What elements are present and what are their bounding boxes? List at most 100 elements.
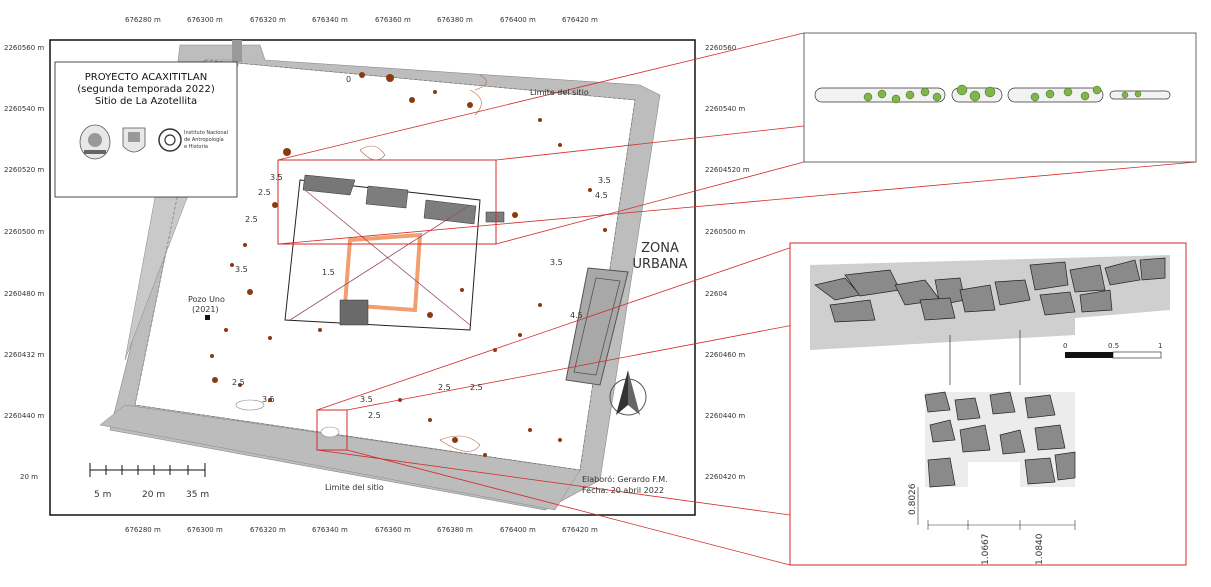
coord-top: 676400 m <box>500 16 536 24</box>
contour-label: 2.5 <box>368 411 381 420</box>
title-line-2: (segunda temporada 2022) <box>77 84 215 95</box>
coord-top: 676300 m <box>187 16 223 24</box>
scale-bar <box>89 463 206 477</box>
north-arrow-icon <box>609 370 647 416</box>
coord-top: 676280 m <box>125 16 161 24</box>
highlight-box-bottom <box>316 409 348 451</box>
contour-label: 1.5 <box>322 268 335 277</box>
contour-label: 3.5 <box>360 395 373 404</box>
diagonal-2 <box>289 204 471 321</box>
detail-scale-1: 1 <box>1158 342 1162 350</box>
contour-label: 3.5 <box>270 173 283 182</box>
dim-height: 0.8026 <box>908 483 918 515</box>
coord-right: 2260500 m <box>705 228 745 236</box>
coord-right: 2260540 m <box>705 105 745 113</box>
dimension-lines <box>917 487 1076 530</box>
coord-right: 2260420 m <box>705 473 745 481</box>
contour-lines <box>359 74 487 452</box>
archaeological-features <box>210 72 607 457</box>
excavation-outline <box>284 179 481 331</box>
feature-oval-1 <box>235 399 265 411</box>
zona-label: ZONA <box>641 241 679 256</box>
contour-label: 4.5 <box>595 191 608 200</box>
coord-bottom: 676420 m <box>562 526 598 534</box>
pozo-label-1: Pozo Uno <box>188 295 225 304</box>
excavation-roof <box>302 174 356 196</box>
coord-left: 2260520 m <box>4 166 44 174</box>
dim-width-2: 1.0840 <box>1035 533 1045 565</box>
contour-label: 3.5 <box>598 176 611 185</box>
contour-label: 2.5 <box>232 378 245 387</box>
pozo-marker <box>205 315 210 320</box>
scale-label-35m: 35 m <box>186 490 209 500</box>
coord-ticks-right: 2260560 2260540 m 22604520 m 2260500 m 2… <box>705 44 750 481</box>
coord-left: 2260540 m <box>4 105 44 113</box>
vegetation-dots <box>863 84 1142 104</box>
feature-oval-2 <box>320 426 340 438</box>
state-shield-logo <box>122 127 146 153</box>
stairs <box>339 299 369 326</box>
credits-author: Elaboró: Gerardo F.M. <box>582 474 668 484</box>
contour-label: 2.5 <box>470 383 483 392</box>
contour-label: 3.5 <box>262 395 275 404</box>
coord-right: 22604 <box>705 290 728 298</box>
coord-top: 676340 m <box>312 16 348 24</box>
coord-bottom: 676380 m <box>437 526 473 534</box>
coord-ticks-top: 676280 m 676300 m 676320 m 676340 m 6763… <box>125 16 598 24</box>
detail-scale-bar <box>1065 351 1162 359</box>
contour-label: 4.5 <box>570 311 583 320</box>
pozo-label-2: (2021) <box>192 305 219 314</box>
contour-label: 2.5 <box>438 383 451 392</box>
contour-label: 3.5 <box>550 258 563 267</box>
coord-left: 2260432 m <box>4 351 44 359</box>
inah-logo <box>158 128 182 152</box>
detail-scale-05: 0.5 <box>1108 342 1119 350</box>
urban-zone-block <box>565 267 629 386</box>
contour-label: 3.5 <box>235 265 248 274</box>
site-limit-line <box>134 59 636 471</box>
coord-bottom: 676360 m <box>375 526 411 534</box>
coord-right: 2260560 <box>705 44 736 52</box>
stone-plan <box>924 391 1076 488</box>
coord-left: 2260500 m <box>4 228 44 236</box>
inah-text-1: Instituto Nacional <box>184 130 228 136</box>
coord-bottom: 676280 m <box>125 526 161 534</box>
credits-date: Fecha: 20 abril 2022 <box>582 486 664 495</box>
coord-bottom: 676400 m <box>500 526 536 534</box>
inah-text-2: de Antropología <box>184 136 224 143</box>
coord-bottom: 676320 m <box>250 526 286 534</box>
coord-top: 676360 m <box>375 16 411 24</box>
scale-label-20m: 20 m <box>142 490 165 500</box>
coord-right: 22604520 m <box>705 166 750 174</box>
contour-label: 0 <box>346 75 351 84</box>
wall-block-3 <box>485 211 505 223</box>
leader-lines <box>277 32 1197 566</box>
urban-zone-inner <box>573 277 621 376</box>
coord-left: 20 m <box>20 473 38 481</box>
inah-text-3: e Historia <box>184 144 208 150</box>
coord-ticks-left: 2260560 m 2260540 m 2260520 m 2260500 m … <box>4 44 44 481</box>
university-logo <box>79 124 111 160</box>
contour-label: 2.5 <box>258 188 271 197</box>
coord-ticks-bottom: 676280 m 676300 m 676320 m 676340 m 6763… <box>125 526 598 534</box>
contour-label: 2.5 <box>245 215 258 224</box>
dim-width-1: 1.0667 <box>981 534 991 566</box>
coord-left: 2260560 m <box>4 44 44 52</box>
urbana-label: URBANA <box>633 257 688 272</box>
coord-left: 2260480 m <box>4 290 44 298</box>
site-limit-bottom: Limite del sitio <box>325 483 384 492</box>
detail-scale-0: 0 <box>1063 342 1067 350</box>
title-line-3: Sitio de La Azotellita <box>95 96 197 107</box>
stone-profile <box>810 255 1170 350</box>
coord-bottom: 676300 m <box>187 526 223 534</box>
scale-label-5m: 5 m <box>94 490 111 500</box>
coord-right: 2260460 m <box>705 351 745 359</box>
grey-wedge-bottom <box>99 404 581 511</box>
coord-top: 676380 m <box>437 16 473 24</box>
highlight-box-top <box>277 159 497 245</box>
coord-bottom: 676340 m <box>312 526 348 534</box>
coord-left: 2260440 m <box>4 412 44 420</box>
coord-top: 676420 m <box>562 16 598 24</box>
wall-block-1 <box>365 185 409 209</box>
site-limit-top: Limite del sitio <box>530 88 589 97</box>
